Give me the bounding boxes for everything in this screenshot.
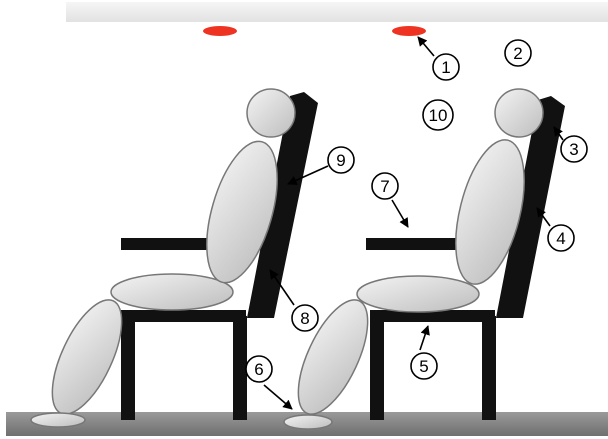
callout-10: 10: [423, 100, 453, 130]
callout-7: 7: [372, 173, 398, 199]
callout-2-label: 2: [513, 44, 522, 63]
ceiling-lamp-icon: [392, 26, 426, 36]
callout-9: 9: [328, 147, 354, 173]
callout-8-label: 8: [300, 309, 309, 328]
callout-4: 4: [548, 225, 574, 251]
callout-8: 8: [292, 305, 318, 331]
callout-7-label: 7: [380, 177, 389, 196]
thigh: [111, 274, 233, 310]
head: [495, 89, 543, 137]
callout-3: 3: [561, 136, 587, 162]
seated-person-left: [31, 89, 318, 427]
callout-3-label: 3: [569, 140, 578, 159]
callout-10-label: 10: [429, 106, 448, 125]
foot: [284, 415, 332, 429]
callout-9-label: 9: [336, 151, 345, 170]
callout-2: 2: [505, 40, 531, 66]
callout-1-label: 1: [441, 58, 450, 77]
callout-1: 1: [433, 54, 459, 80]
foot: [31, 413, 85, 427]
ceiling: [66, 2, 608, 22]
callout-5-label: 5: [419, 357, 428, 376]
head: [247, 89, 295, 137]
ceiling-lamp-icon: [203, 26, 237, 36]
callout-6-label: 6: [254, 360, 263, 379]
callout-4-label: 4: [556, 229, 565, 248]
thigh: [357, 276, 479, 312]
callout-5: 5: [411, 353, 437, 379]
callout-6: 6: [246, 356, 272, 382]
